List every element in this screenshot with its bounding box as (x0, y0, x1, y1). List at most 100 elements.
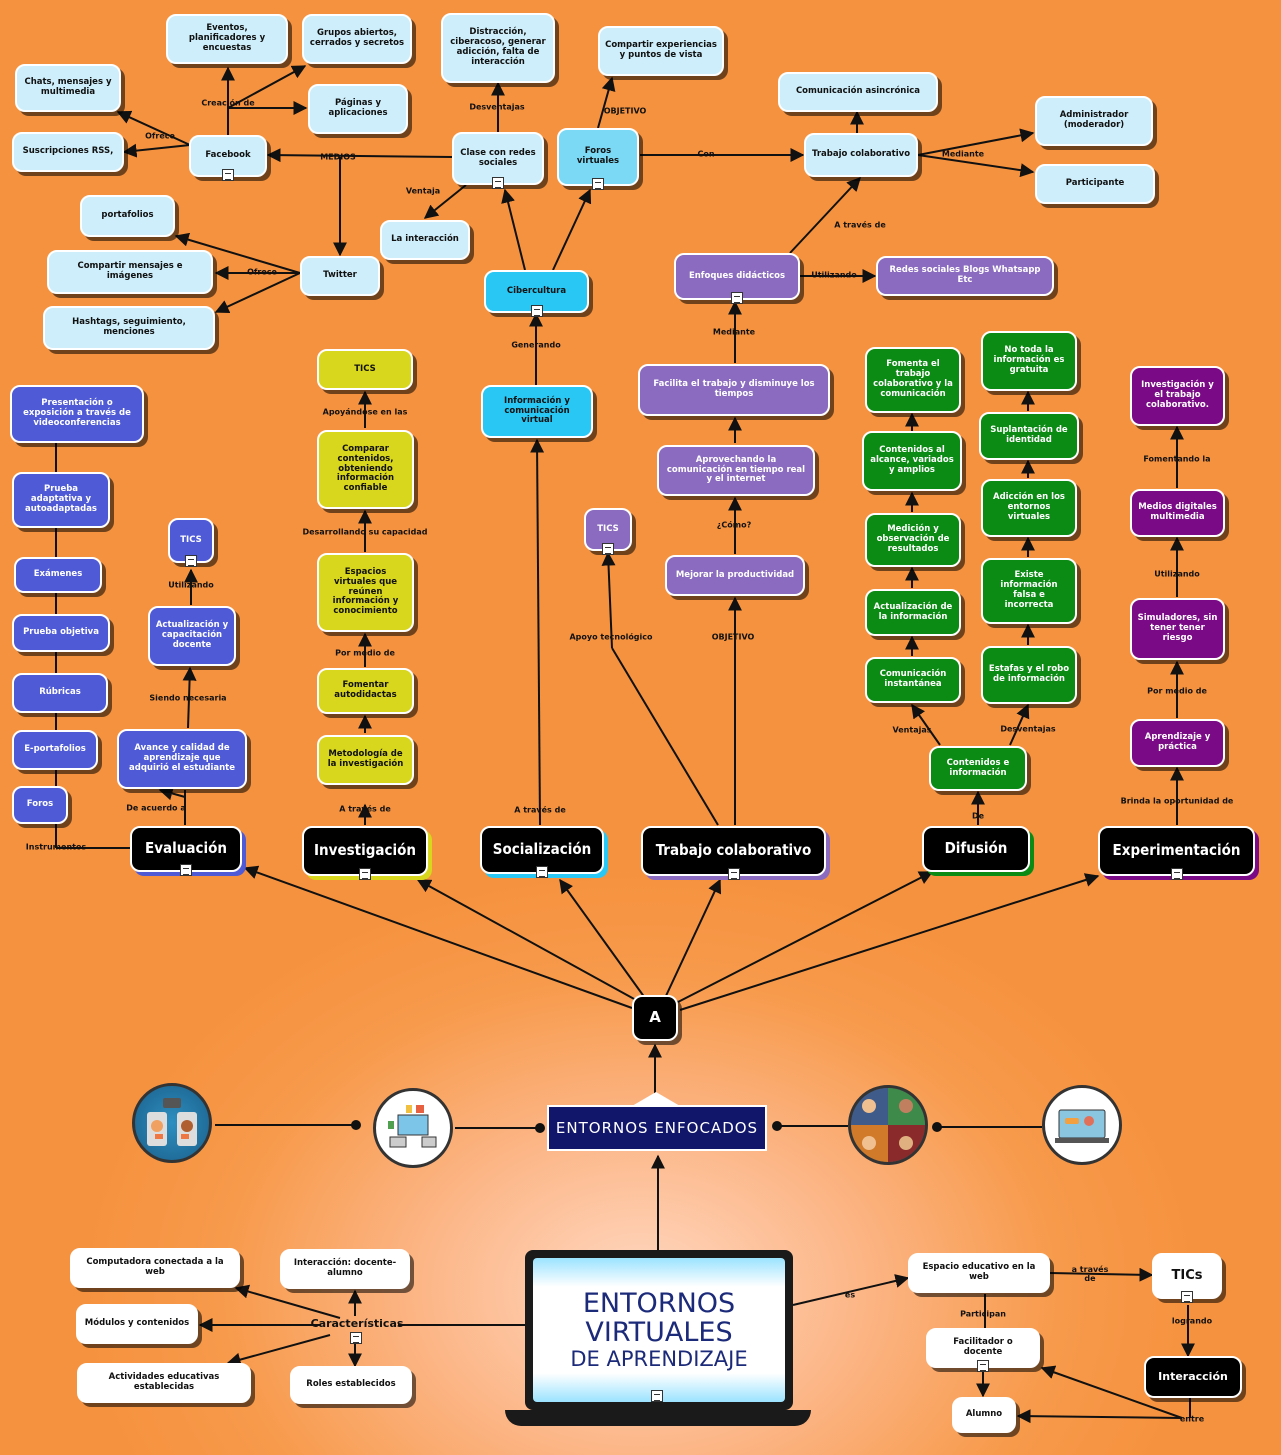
node-metodologia[interactable]: Metodología de la investigación (317, 735, 414, 785)
document-icon[interactable] (651, 1390, 663, 1402)
node-facilitador[interactable]: Facilitador o docente (926, 1328, 1040, 1372)
document-icon[interactable] (350, 1332, 362, 1344)
label-objetivo-mid: OBJETIVO (711, 632, 755, 642)
node-actualizacion-doc[interactable]: Actualización y capacitación docente (148, 606, 236, 666)
node-trabajo-colab-top[interactable]: Trabajo colaborativo (804, 133, 918, 177)
document-icon[interactable] (977, 1360, 989, 1372)
node-interaccion-bottom[interactable]: Interacción (1144, 1356, 1242, 1398)
node-no-toda[interactable]: No toda la información es gratuita (981, 331, 1077, 391)
document-icon[interactable] (602, 543, 614, 555)
node-admin[interactable]: Administrador (moderador) (1035, 96, 1153, 146)
node-interaccion-da[interactable]: Interacción: docente-alumno (280, 1249, 410, 1289)
document-icon[interactable] (592, 178, 604, 190)
node-alumno[interactable]: Alumno (952, 1397, 1016, 1433)
document-icon[interactable] (1181, 1291, 1193, 1303)
label-objetivo-top: OBJETIVO (603, 106, 647, 116)
node-comparar[interactable]: Comparar contenidos, obteniendo informac… (317, 430, 414, 509)
document-icon[interactable] (1170, 868, 1183, 880)
node-interaccion[interactable]: La interacción (380, 220, 470, 260)
node-foros-virtuales[interactable]: Foros virtuales (557, 128, 639, 190)
node-paginas[interactable]: Páginas y aplicaciones (308, 84, 408, 134)
category-trabajo[interactable]: Trabajo colaborativo (641, 826, 826, 880)
node-suscripciones[interactable]: Suscripciones RSS, (12, 132, 124, 172)
node-simuladores[interactable]: Simuladores, sin tener tener riesgo (1130, 598, 1225, 660)
node-compartir-exp[interactable]: Compartir experiencias y puntos de vista (598, 26, 724, 76)
document-icon[interactable] (492, 177, 504, 189)
node-fomentar[interactable]: Fomentar autodidactas (317, 668, 414, 714)
node-eventos[interactable]: Eventos, planificadores y encuestas (166, 14, 288, 64)
node-participante[interactable]: Participante (1035, 164, 1155, 204)
node-chats[interactable]: Chats, mensajes y multimedia (15, 64, 121, 112)
node-tics-eval[interactable]: TICS (168, 518, 214, 567)
node-hashtags[interactable]: Hashtags, seguimiento, menciones (43, 306, 215, 350)
label-utilizando-exp: Utilizando (1154, 569, 1200, 579)
node-existe[interactable]: Existe información falsa e incorrecta (981, 558, 1077, 624)
node-modulos[interactable]: Módulos y contenidos (76, 1304, 198, 1344)
category-experimentacion[interactable]: Experimentación (1098, 826, 1255, 880)
document-icon[interactable] (530, 305, 543, 317)
category-socializacion[interactable]: Socialización (480, 826, 604, 878)
node-compartir-msg[interactable]: Compartir mensajes e imágenes (47, 250, 213, 294)
node-suplantacion[interactable]: Suplantación de identidad (979, 412, 1079, 460)
node-tics-bottom[interactable]: TICs (1152, 1253, 1222, 1303)
node-tics-collab[interactable]: TICS (584, 508, 632, 555)
node-com-asinc[interactable]: Comunicación asincrónica (778, 72, 938, 112)
phone-chat-icon (132, 1083, 212, 1163)
document-icon[interactable] (359, 868, 371, 880)
category-investigacion[interactable]: Investigación (302, 826, 428, 880)
node-fomenta[interactable]: Fomenta el trabajo colaborativo y la com… (865, 347, 961, 413)
node-a[interactable]: A (632, 995, 678, 1041)
node-adiccion[interactable]: Adicción en los entornos virtuales (981, 479, 1077, 537)
node-aprendizaje[interactable]: Aprendizaje y práctica (1130, 719, 1225, 767)
node-cibercultura[interactable]: Cibercultura (484, 270, 589, 317)
node-actualizacion-inf[interactable]: Actualización de la información (865, 589, 961, 636)
node-grupos[interactable]: Grupos abiertos, cerrados y secretos (302, 14, 412, 64)
label-a-traves-top: A través de (834, 220, 886, 230)
node-redes[interactable]: Redes sociales Blogs Whatsapp Etc (876, 256, 1054, 296)
node-espacio[interactable]: Espacio educativo en la web (908, 1253, 1050, 1293)
document-icon[interactable] (185, 555, 197, 567)
node-mejorar[interactable]: Mejorar la productividad (665, 555, 805, 596)
node-comunicacion[interactable]: Comunicación instantánea (865, 657, 961, 703)
node-facilita[interactable]: Facilita el trabajo y disminuye los tiem… (638, 364, 830, 416)
node-actividades[interactable]: Actividades educativas establecidas (77, 1363, 251, 1403)
document-icon[interactable] (222, 169, 234, 181)
node-enfoques[interactable]: Enfoques didácticos (674, 253, 800, 304)
document-icon[interactable] (731, 292, 743, 304)
node-twitter[interactable]: Twitter (300, 256, 380, 296)
node-facebook[interactable]: Facebook (189, 135, 267, 181)
node-contenidos-alc[interactable]: Contenidos al alcance, variados y amplio… (862, 431, 962, 491)
node-distraccion[interactable]: Distracción, ciberacoso, generar adicció… (441, 13, 555, 83)
category-difusion[interactable]: Difusión (922, 826, 1030, 872)
node-aprovechando[interactable]: Aprovechando la comunicación en tiempo r… (657, 445, 815, 496)
node-avance[interactable]: Avance y calidad de aprendizaje que adqu… (117, 729, 247, 789)
document-icon[interactable] (180, 864, 192, 876)
category-evaluacion[interactable]: Evaluación (130, 826, 242, 876)
node-investigacion-trab[interactable]: Investigación y el trabajo colaborativo. (1130, 366, 1225, 426)
node-computadora[interactable]: Computadora conectada a la web (70, 1248, 240, 1288)
node-rubricas[interactable]: Rúbricas (12, 673, 108, 713)
node-espacios[interactable]: Espacios virtuales que reúnen informació… (317, 553, 414, 632)
node-foros-eval[interactable]: Foros (12, 786, 68, 824)
node-eportafolios[interactable]: E-portafolios (12, 730, 98, 770)
node-medios[interactable]: Medios digitales multimedia (1130, 489, 1225, 537)
document-icon[interactable] (536, 866, 548, 878)
node-roles[interactable]: Roles establecidos (290, 1366, 412, 1404)
node-prueba-obj[interactable]: Prueba objetiva (12, 614, 110, 652)
node-presentacion[interactable]: Presentación o exposición a través de vi… (10, 385, 144, 443)
node-estafas[interactable]: Estafas y el robo de información (981, 646, 1077, 704)
central-title[interactable]: ENTORNOS VIRTUALES DE APRENDIZAJE (533, 1258, 785, 1402)
node-prueba-adapt[interactable]: Prueba adaptativa y autoadaptadas (12, 472, 110, 528)
node-medicion[interactable]: Medición y observación de resultados (865, 513, 961, 567)
category-evaluacion-label: Evaluación (145, 839, 227, 858)
label-caracteristicas: Características (311, 1317, 404, 1330)
node-facilitador-label: Facilitador o docente (953, 1337, 1013, 1357)
node-portafolios[interactable]: portafolios (80, 195, 175, 237)
node-informacion[interactable]: Información y comunicación virtual (481, 385, 593, 438)
node-examenes[interactable]: Exámenes (14, 557, 102, 593)
node-tics-invest[interactable]: TICS (317, 349, 413, 390)
document-icon[interactable] (727, 868, 740, 880)
node-clase[interactable]: Clase con redes sociales (452, 132, 544, 189)
node-contenidos-inf[interactable]: Contenidos e información (929, 746, 1027, 791)
node-clase-label: Clase con redes sociales (460, 147, 536, 168)
